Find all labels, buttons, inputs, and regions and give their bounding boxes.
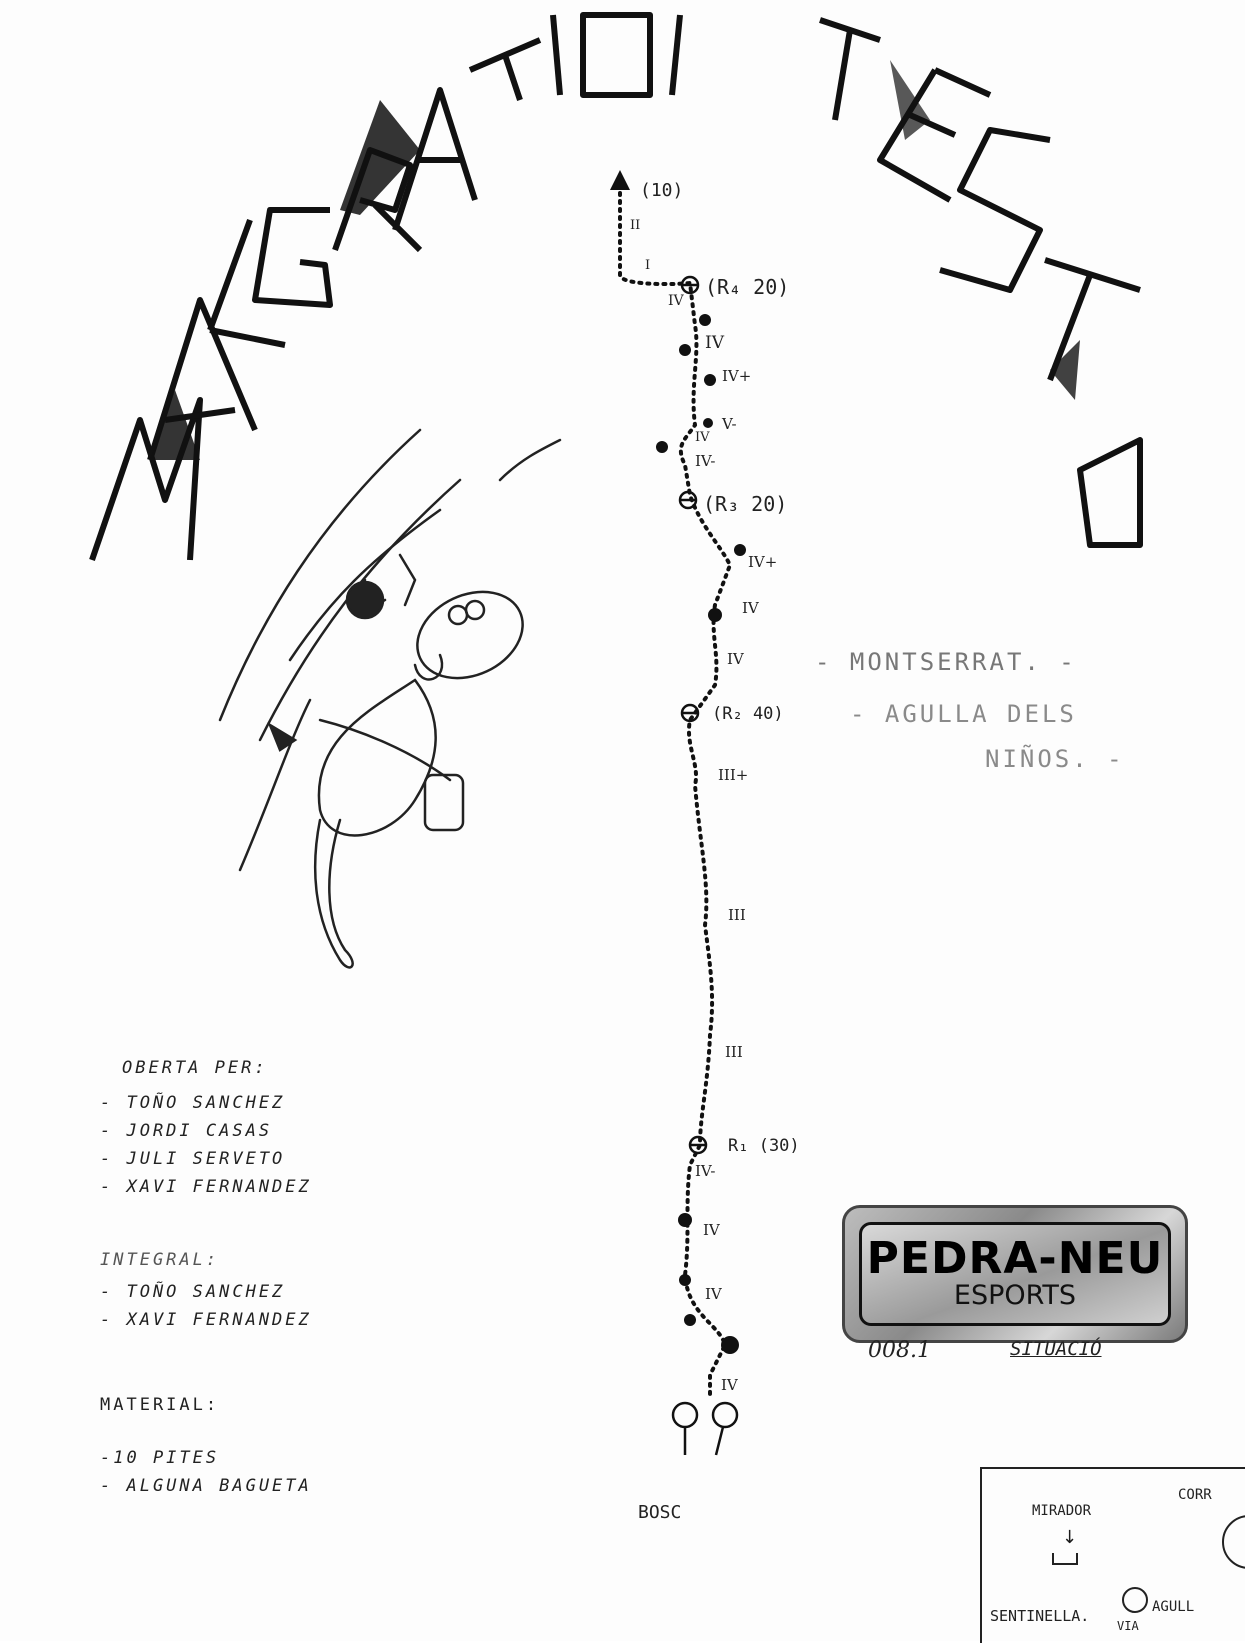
map-label-mirador: MIRADOR — [1032, 1503, 1092, 1519]
pedra-neu-logo: PEDRA-NEU ESPORTS — [842, 1205, 1188, 1343]
grade-label: IV — [695, 430, 710, 445]
integral-heading: INTEGRAL: — [100, 1250, 220, 1270]
grade-label: III — [725, 1043, 743, 1061]
integral-name: - TOÑO SANCHEZ — [100, 1282, 286, 1302]
grade-label: IV — [721, 1376, 738, 1394]
map-label-corr: CORR — [1178, 1487, 1212, 1503]
mirador-marker — [1052, 1553, 1078, 1565]
map-label-via: VIA — [1117, 1619, 1139, 1633]
integral-name: - XAVI FERNANDEZ — [100, 1310, 312, 1330]
route-line — [610, 170, 746, 1456]
location-line-3: NIÑOS. - — [985, 745, 1125, 773]
belay-label-r2: (R₂ 40) — [712, 704, 784, 724]
opener-name: - JULI SERVETO — [100, 1149, 286, 1169]
grade-label: IV+ — [722, 367, 752, 385]
route-top-arrow — [610, 170, 630, 190]
logo-main-text: PEDRA-NEU — [866, 1233, 1164, 1284]
integral-list: - TOÑO SANCHEZ - XAVI FERNANDEZ — [100, 1282, 312, 1338]
grade-label: IV — [703, 1221, 720, 1239]
grade-label: I — [645, 258, 651, 273]
opener-name: - JORDI CASAS — [100, 1121, 273, 1141]
grade-label: II — [630, 218, 641, 233]
grade-label: IV — [705, 333, 724, 353]
opened-by-list: - TOÑO SANCHEZ - JORDI CASAS - JULI SERV… — [100, 1093, 312, 1205]
grade-label: IV — [705, 1285, 722, 1303]
map-label-agulla: AGULL — [1152, 1599, 1195, 1615]
belay-label-r3: (R₃ 20) — [703, 492, 788, 516]
sheet-code: 008.1 — [868, 1338, 931, 1363]
material-item: -10 PITES — [100, 1448, 220, 1468]
grade-label: IV- — [695, 452, 716, 470]
situacio-heading: SITUACIÓ — [1010, 1338, 1102, 1360]
material-list: -10 PITES - ALGUNA BAGUETA — [100, 1448, 312, 1504]
opener-name: - TOÑO SANCHEZ — [100, 1093, 286, 1113]
location-line-2: - AGULLA DELS — [850, 700, 1077, 728]
grade-label: V- — [722, 415, 737, 433]
map-label-sentinella: SENTINELLA. — [990, 1607, 1090, 1625]
opened-by-heading: OBERTA PER: — [122, 1058, 268, 1078]
grade-label: IV+ — [748, 553, 778, 571]
opener-name: - XAVI FERNANDEZ — [100, 1177, 312, 1197]
grade-label: IV — [727, 650, 744, 668]
material-item: - ALGUNA BAGUETA — [100, 1476, 312, 1496]
arched-title — [89, 12, 1143, 561]
location-line-1: - MONTSERRAT. - — [815, 648, 1077, 676]
map-tree-icon — [1122, 1587, 1148, 1613]
grade-label: III — [728, 906, 746, 924]
climber-drawing — [218, 428, 562, 969]
material-heading: MATERIAL: — [100, 1395, 220, 1415]
down-arrow-icon: ↓ — [1062, 1527, 1078, 1548]
situation-map: MIRADOR ↓ CORR SENTINELLA. VIA AGULL — [980, 1467, 1245, 1643]
route-top-label: (10) — [640, 180, 684, 201]
belay-label-r1: R₁ (30) — [728, 1136, 800, 1156]
grade-label: IV- — [695, 1162, 716, 1180]
grade-label: III+ — [718, 766, 749, 784]
route-start-label: BOSC — [638, 1502, 682, 1523]
grade-label: IV — [742, 599, 759, 617]
map-circle — [1222, 1515, 1245, 1569]
grade-label: IV — [668, 293, 684, 309]
logo-sub-text: ESPORTS — [953, 1280, 1077, 1311]
belay-label-r4: (R₄ 20) — [705, 275, 790, 299]
